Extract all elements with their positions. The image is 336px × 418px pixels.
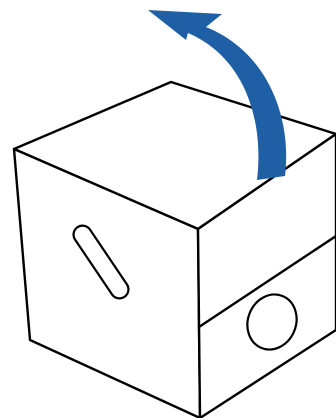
round-opening-icon [246,293,298,351]
handle-slot-icon [72,224,130,300]
box-right-face [196,132,336,418]
arrow-body [148,10,287,180]
box [12,80,336,418]
box-right-seam [197,234,336,329]
curved-arrow-icon [148,10,287,180]
